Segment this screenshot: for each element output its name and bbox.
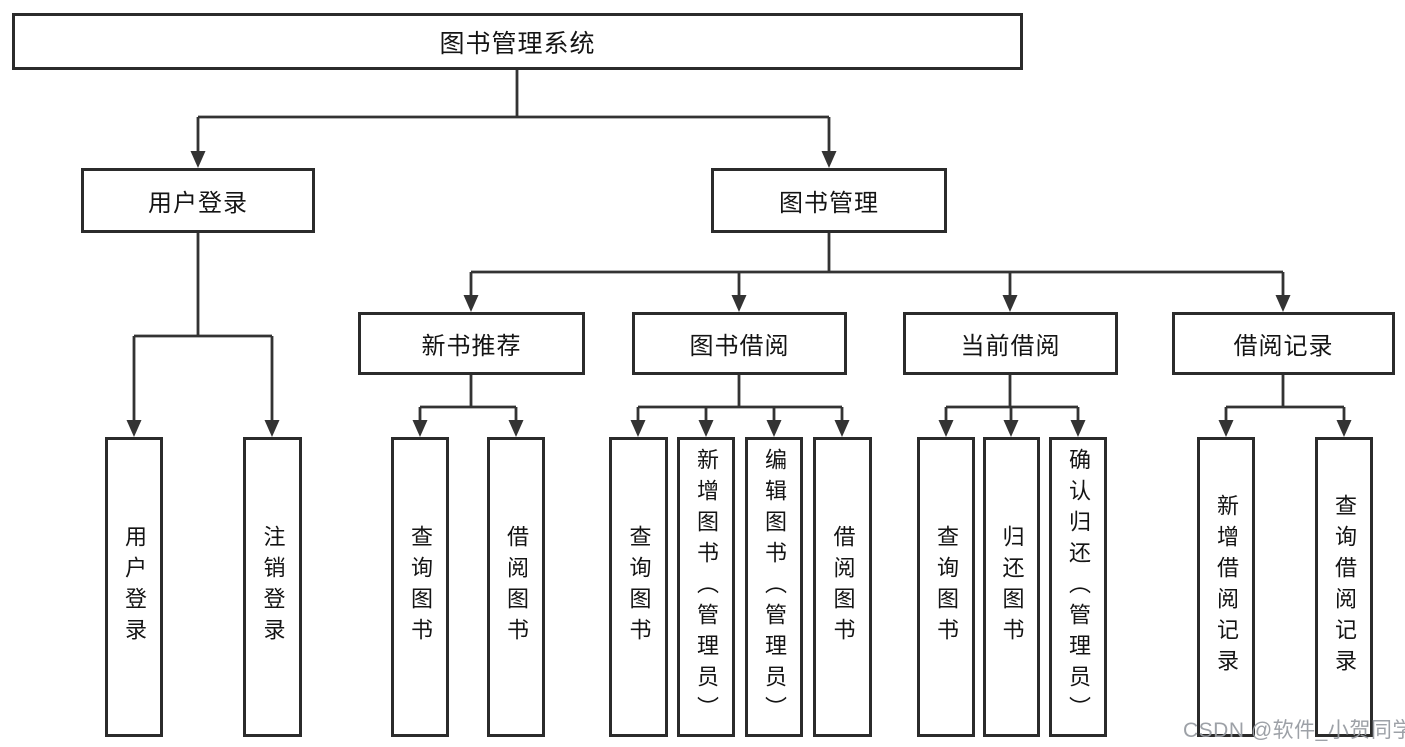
arrow-down-icon xyxy=(1002,295,1018,312)
arrow-down-icon xyxy=(1275,295,1291,312)
leaf-borrow-books-borrowing-label: 借阅图书 xyxy=(830,525,856,649)
node-book-borrowing-label: 图书借阅 xyxy=(689,333,790,360)
arrow-down-icon xyxy=(630,420,646,437)
arrow-down-icon xyxy=(508,420,524,437)
leaf-return-books-label: 归还图书 xyxy=(999,525,1025,649)
node-current-borrowing: 当前借阅 xyxy=(903,312,1118,375)
node-book-borrowing: 图书借阅 xyxy=(632,312,847,375)
node-borrowing-records-label: 借阅记录 xyxy=(1233,333,1334,360)
arrow-down-icon xyxy=(264,420,280,437)
arrow-down-icon xyxy=(698,420,714,437)
leaf-query-books-recommend: 查询图书 xyxy=(391,437,449,737)
leaf-confirm-return-admin: 确认归还（管理员） xyxy=(1049,437,1107,737)
arrow-down-icon xyxy=(821,151,837,168)
leaf-edit-book-admin: 编辑图书（管理员） xyxy=(745,437,803,737)
node-user-login: 用户登录 xyxy=(81,168,315,233)
node-book-management: 图书管理 xyxy=(711,168,947,233)
leaf-confirm-return-admin-label: 确认归还（管理员） xyxy=(1066,447,1091,727)
leaf-query-books-recommend-label: 查询图书 xyxy=(408,525,433,649)
arrow-down-icon xyxy=(834,420,850,437)
leaf-add-book-admin: 新增图书（管理员） xyxy=(677,437,735,737)
arrow-down-icon xyxy=(938,420,954,437)
node-book-management-label: 图书管理 xyxy=(779,190,879,217)
leaf-query-borrow-record-label: 查询借阅记录 xyxy=(1332,494,1357,680)
leaf-query-books-current: 查询图书 xyxy=(917,437,975,737)
arrow-down-icons xyxy=(126,151,1352,437)
arrow-down-icon xyxy=(1070,420,1086,437)
node-root: 图书管理系统 xyxy=(12,13,1023,70)
leaf-query-books-borrowing: 查询图书 xyxy=(609,437,668,737)
arrow-down-icon xyxy=(1003,420,1019,437)
leaf-add-book-admin-label: 新增图书（管理员） xyxy=(694,447,719,727)
connector-paths xyxy=(132,70,1346,424)
node-root-label: 图书管理系统 xyxy=(439,29,596,58)
leaf-user-login-label: 用户登录 xyxy=(122,525,147,649)
node-user-login-label: 用户登录 xyxy=(148,190,248,217)
leaf-borrow-books-borrowing: 借阅图书 xyxy=(813,437,872,737)
leaf-query-books-current-label: 查询图书 xyxy=(934,525,959,649)
leaf-logout: 注销登录 xyxy=(243,437,302,737)
leaf-borrow-books-recommend: 借阅图书 xyxy=(487,437,545,737)
arrow-down-icon xyxy=(766,420,782,437)
node-borrowing-records: 借阅记录 xyxy=(1172,312,1395,375)
leaf-query-books-borrowing-label: 查询图书 xyxy=(626,525,652,649)
arrow-down-icon xyxy=(1336,420,1352,437)
leaf-borrow-books-recommend-label: 借阅图书 xyxy=(504,525,529,649)
arrow-down-icon xyxy=(412,420,428,437)
watermark: CSDN @软件_小贺同学 xyxy=(1183,719,1405,742)
arrow-down-icon xyxy=(731,295,747,312)
leaf-edit-book-admin-label: 编辑图书（管理员） xyxy=(762,447,787,727)
arrow-down-icon xyxy=(190,151,206,168)
arrow-down-icon xyxy=(126,420,142,437)
leaf-add-borrow-record: 新增借阅记录 xyxy=(1197,437,1255,737)
node-current-borrowing-label: 当前借阅 xyxy=(960,333,1061,360)
leaf-return-books: 归还图书 xyxy=(983,437,1040,737)
arrow-down-icon xyxy=(463,295,479,312)
arrow-down-icon xyxy=(1218,420,1234,437)
leaf-user-login: 用户登录 xyxy=(105,437,163,737)
node-new-book-recommendation: 新书推荐 xyxy=(358,312,585,375)
leaf-add-borrow-record-label: 新增借阅记录 xyxy=(1214,494,1239,680)
leaf-query-borrow-record: 查询借阅记录 xyxy=(1315,437,1373,737)
node-new-book-recommendation-label: 新书推荐 xyxy=(421,333,522,360)
leaf-logout-label: 注销登录 xyxy=(260,525,286,649)
